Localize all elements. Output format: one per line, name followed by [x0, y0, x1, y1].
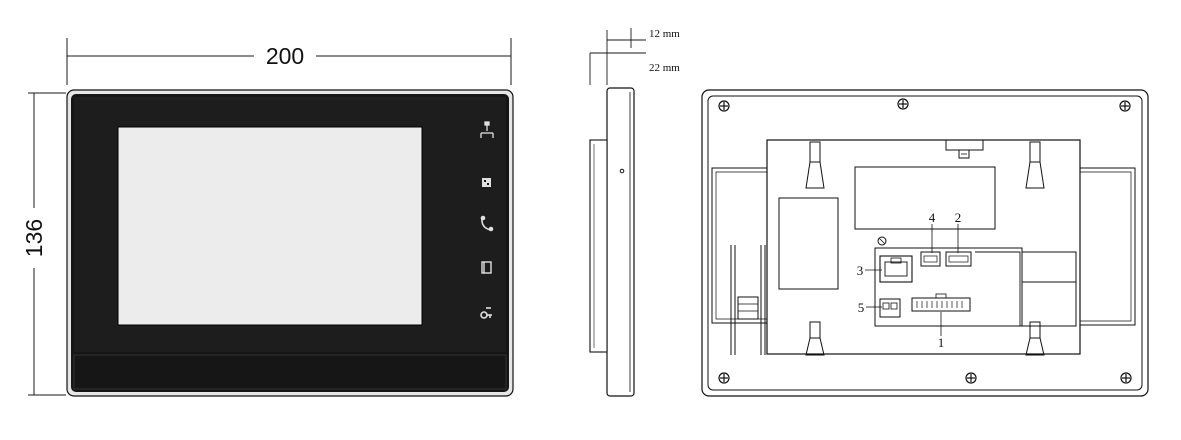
width-label: 200 [266, 43, 304, 69]
front-screen [117, 126, 423, 326]
callout-4: 4 [929, 210, 936, 225]
left-wing [711, 167, 767, 324]
monitor-icon [482, 178, 491, 187]
rj45-port [879, 255, 913, 283]
front-bottom-strip [73, 354, 507, 390]
callout-1: 1 [938, 335, 945, 350]
right-wing-inner [1080, 171, 1132, 322]
width-dimension [66, 38, 512, 85]
rear-view [701, 89, 1149, 397]
height-label: 136 [21, 219, 47, 257]
phone-icon [480, 215, 494, 232]
screw-icon [718, 98, 1132, 384]
front-view: 200 136 [21, 38, 514, 397]
rear-callout-labels: 4 2 3 5 1 [857, 210, 962, 350]
right-wing [1080, 167, 1136, 326]
connector-4 [920, 251, 941, 267]
network-icon [480, 121, 494, 138]
left-clip [737, 296, 759, 320]
connector-5 [879, 298, 901, 318]
unlock-icon [480, 307, 492, 319]
callout-5: 5 [858, 300, 865, 315]
side-button [619, 168, 625, 174]
depth-top-label: 12 mm [649, 28, 680, 40]
depth-dimension [589, 28, 646, 85]
side-mount-plate [589, 139, 608, 353]
label-panel [854, 166, 996, 230]
hook-icon [805, 141, 1045, 356]
side-sticker [778, 197, 839, 290]
door-icon [481, 261, 492, 274]
connector-2 [945, 251, 972, 267]
callout-leaders [865, 224, 959, 336]
height-dimension [28, 92, 66, 396]
rear-inner-frame [707, 95, 1143, 391]
callout-2: 2 [955, 210, 962, 225]
callout-3: 3 [857, 263, 864, 278]
side-view: 12 mm 22 mm [589, 28, 680, 397]
depth-bottom-label: 22 mm [649, 62, 680, 74]
